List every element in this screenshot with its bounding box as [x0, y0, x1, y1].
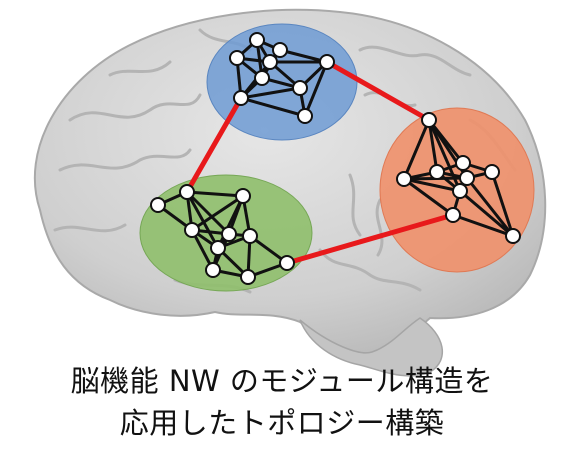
- orange-module-edge: [452, 213, 514, 238]
- green-module-node: [242, 228, 258, 244]
- orange-module-edge: [459, 189, 514, 238]
- blue-module-node: [292, 80, 308, 96]
- orange-module-edge: [465, 177, 515, 237]
- orange-module-node: [459, 170, 475, 186]
- orange-module-edge: [427, 119, 439, 173]
- orange-module-edge: [402, 119, 431, 180]
- orange-module-node: [505, 228, 521, 244]
- orange-module-node: [484, 164, 500, 180]
- orange-module-edge: [403, 177, 454, 217]
- green-module-node: [279, 255, 295, 271]
- green-module-edge: [191, 194, 244, 232]
- blue-module-node: [254, 70, 270, 86]
- blue-module-node: [319, 54, 335, 70]
- green-module-edge: [216, 195, 245, 249]
- blue-module-node: [262, 54, 278, 70]
- green-module-node: [150, 197, 166, 213]
- orange-module-node: [396, 171, 412, 187]
- green-module-edge: [186, 190, 244, 198]
- orange-module-edge: [403, 177, 461, 193]
- green-module-node: [205, 262, 221, 278]
- blue-module-edge: [240, 96, 306, 118]
- green-module-node: [221, 226, 237, 242]
- caption-line-2: 応用したトポロジー構築: [119, 406, 445, 440]
- green-module-node: [210, 240, 226, 256]
- green-module-edge: [185, 191, 220, 249]
- blue-module-edge: [303, 61, 329, 117]
- orange-module-edge: [490, 171, 515, 237]
- blue-module-edge: [279, 48, 328, 64]
- orange-module-node: [445, 207, 461, 223]
- blue-module-node: [272, 42, 288, 58]
- inter-module-links: [184, 59, 456, 266]
- inter-module-link: [184, 95, 244, 195]
- inter-module-link: [324, 59, 432, 123]
- green-module-node: [240, 269, 256, 285]
- orange-module-node: [452, 183, 468, 199]
- green-module-node: [179, 184, 195, 200]
- orange-module-node: [455, 155, 471, 171]
- blue-module-node: [249, 32, 265, 48]
- blue-module-node: [297, 108, 313, 124]
- network-nodes: [150, 32, 521, 285]
- green-module-node: [184, 222, 200, 238]
- green-module-node: [235, 188, 251, 204]
- green-module-edge: [185, 190, 231, 236]
- blue-module-edge: [240, 86, 301, 100]
- inter-module-link: [284, 212, 456, 266]
- blue-module-node: [233, 90, 249, 106]
- orange-module-node: [421, 112, 437, 128]
- orange-module-node: [429, 164, 445, 180]
- blue-module-node: [229, 50, 245, 66]
- caption-line-1: 脳機能 NW のモジュール構造を: [70, 364, 494, 398]
